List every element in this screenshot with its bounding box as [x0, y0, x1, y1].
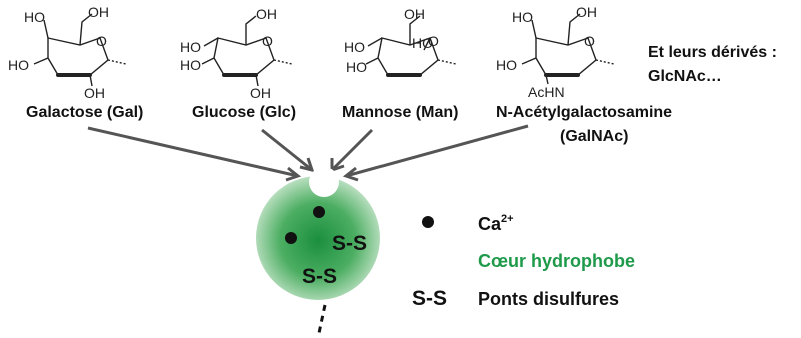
gal-atom-ho-top: HO — [24, 9, 45, 25]
galnac-structure: HO OH O HO AcHN — [496, 4, 615, 100]
label-glucose: Glucose (Glc) — [192, 104, 297, 121]
calcium-ion-2 — [285, 232, 297, 244]
peptide-chain — [317, 304, 327, 334]
arrow-glucose — [261, 128, 313, 172]
legend-calcium-charge: 2+ — [501, 213, 514, 225]
binding-pocket — [309, 167, 339, 197]
legend-ss-symbol: S-S — [412, 287, 447, 310]
disulfide-bond-2: S-S — [302, 265, 337, 288]
gal-atom-ho-left: HO — [8, 57, 29, 73]
label-mannose: Mannose (Man) — [342, 104, 459, 121]
lectin-domain: S-S S-S — [256, 167, 380, 334]
glucose-structure: OH O HO HO OH — [180, 6, 293, 101]
man-atom-ho-lower: HO — [346, 59, 367, 75]
man-atom-ho-axial: HO — [412, 35, 433, 51]
galnac-atom-ring-o: O — [584, 33, 595, 49]
gal-atom-oh-top: OH — [88, 4, 109, 20]
arrow-galnac — [345, 124, 529, 178]
binding-arrows — [87, 124, 529, 182]
disulfide-bond-1: S-S — [332, 232, 367, 255]
galactose-structure: HO OH O HO OH — [8, 4, 127, 101]
derivatives-line1: Et leurs dérivés : — [648, 44, 777, 61]
galnac-atom-oh-top: OH — [576, 4, 597, 20]
legend-calcium-label: Ca2+ — [478, 213, 514, 234]
glc-atom-oh-bottom: OH — [250, 85, 271, 101]
man-atom-oh-top: OH — [404, 6, 425, 22]
glc-atom-ring-o: O — [262, 33, 273, 49]
arrowhead-glucose — [299, 157, 315, 173]
gal-atom-ring-o: O — [96, 33, 107, 49]
legend-calcium-symbol — [422, 216, 434, 228]
legend-disulfide-label: Ponts disulfures — [478, 289, 619, 309]
mannose-structure: OH HO HO O HO — [344, 6, 457, 77]
legend: Ca2+ Cœur hydrophobe S-S Ponts disulfure… — [412, 213, 635, 310]
arrow-galactose — [87, 126, 299, 178]
man-atom-ring-o: O — [428, 33, 439, 49]
galnac-atom-ho-left: HO — [496, 57, 517, 73]
glc-atom-oh-top: OH — [256, 6, 277, 22]
hydrophobic-core — [256, 176, 380, 300]
legend-core-label: Cœur hydrophobe — [478, 251, 635, 271]
legend-calcium-text: Ca — [478, 214, 502, 234]
galnac-atom-ho-top: HO — [512, 9, 533, 25]
man-atom-ho-left: HO — [344, 39, 365, 55]
galnac-atom-achn: AcHN — [528, 84, 565, 100]
calcium-ion-1 — [313, 206, 325, 218]
gal-atom-oh-bottom: OH — [84, 85, 105, 101]
glc-atom-ho-left: HO — [180, 39, 201, 55]
glc-atom-ho-lower: HO — [180, 57, 201, 73]
label-galactose: Galactose (Gal) — [26, 104, 144, 121]
arrow-mannose — [330, 128, 374, 172]
label-galnac: N-Acétylgalactosamine — [496, 104, 673, 121]
derivatives-line2: GlcNAc… — [648, 68, 722, 85]
arrowhead-galnac — [342, 166, 359, 182]
label-galnac-abbrev: (GalNAc) — [560, 128, 629, 145]
arrowhead-galactose — [285, 166, 302, 182]
